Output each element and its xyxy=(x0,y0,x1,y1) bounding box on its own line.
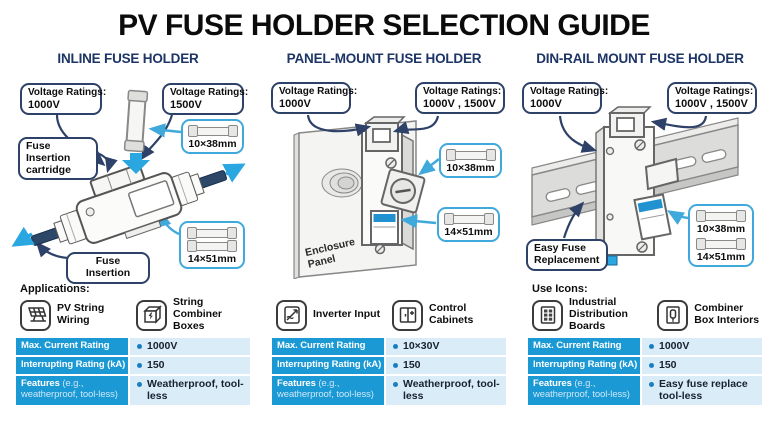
column-heading: PANEL-MOUNT FUSE HOLDER xyxy=(286,51,482,66)
din-rail-device xyxy=(595,106,680,266)
spec-row-value: 150 xyxy=(642,357,762,375)
bullet-dot xyxy=(649,363,654,369)
spec-row-value: 1000V xyxy=(130,338,250,356)
spec-row-label: Max. Current Rating xyxy=(272,338,384,356)
fuse-insertion-callout: Fuse Insertion xyxy=(66,252,150,284)
fuse-cartridge-glyph xyxy=(443,213,494,225)
fuse-cartridge-glyph xyxy=(696,210,746,222)
application-item: Combiner Box Interiors xyxy=(657,299,764,331)
application-item: Industrial Distribution Boards xyxy=(532,296,657,332)
bullet-dot xyxy=(137,363,142,369)
columns-row: INLINE FUSE HOLDER xyxy=(0,45,768,406)
column-heading: INLINE FUSE HOLDER xyxy=(57,51,199,66)
spec-row-label: Features (e.g., weatherproof, tool-less) xyxy=(16,376,128,406)
applications-row: PV String Wiring String Combiner Boxes xyxy=(0,296,256,334)
fuse-size-box-small: 10×38mm xyxy=(439,143,502,178)
panel-mount-illustration xyxy=(293,114,440,279)
applications-row: Inverter Input Control Cabinets xyxy=(256,296,512,334)
insertion-arrow xyxy=(122,153,150,174)
panel-mount-device xyxy=(361,116,426,255)
spec-row-label: Max. Current Rating xyxy=(16,338,128,356)
din-rail-diagram: Voltage Ratings: 1000V Voltage Ratings: … xyxy=(512,71,768,279)
combiner-box-icon xyxy=(136,299,167,331)
voltage-callout-left: Voltage Ratings: 1000V xyxy=(522,82,608,115)
application-label: PV String Wiring xyxy=(57,302,105,326)
spec-row-label: Max. Current Rating xyxy=(528,338,640,356)
easy-fuse-replacement-callout: Easy Fuse Replacement xyxy=(526,239,608,271)
spec-table: Max. Current Rating 1000V Interrupting R… xyxy=(16,338,250,406)
fuse-cartridge xyxy=(123,89,149,153)
application-item: String Combiner Boxes xyxy=(136,296,252,332)
bullet-dot xyxy=(649,382,654,388)
application-label: Combiner Box Interiors xyxy=(694,302,760,326)
solar-panel-icon xyxy=(20,299,51,331)
bullet-dot xyxy=(137,382,142,388)
spec-table: Max. Current Rating 10×30V Interrupting … xyxy=(272,338,506,406)
inline-device xyxy=(30,163,228,246)
fuse-cartridge-glyph xyxy=(445,149,496,161)
inline-diagram: Voltage Ratings: 1000V Voltage Ratings: … xyxy=(0,71,256,284)
voltage-callout-right: Voltage Ratings: 1500V xyxy=(162,83,248,116)
application-item: Control Cabinets xyxy=(392,299,508,331)
column-inline: INLINE FUSE HOLDER xyxy=(0,45,256,406)
din-rail-illustration xyxy=(531,106,739,266)
voltage-callout-right: Voltage Ratings: 1000V , 1500V xyxy=(667,82,757,115)
fuse-size-box-large: 14×51mm xyxy=(437,207,500,242)
distribution-board-icon xyxy=(532,299,563,331)
spec-row-value: 10×30V xyxy=(386,338,506,356)
fuse-cartridge-glyph xyxy=(187,240,237,252)
spec-row-value: 150 xyxy=(130,357,250,375)
fuse-insertion-cartridge-callout: Fuse Insertion cartridge xyxy=(18,137,98,181)
column-din-rail: DIN-RAIL MOUNT FUSE HOLDER xyxy=(512,45,768,406)
voltage-callout-right: Voltage Ratings: 1000V , 1500V xyxy=(415,82,505,115)
panel-mount-diagram: Voltage Ratings: 1000V Voltage Ratings: … xyxy=(256,71,512,279)
voltage-callout-left: Voltage Ratings: 1000V xyxy=(20,83,106,116)
inverter-icon xyxy=(276,299,307,331)
inline-fuse-holder-illustration xyxy=(11,89,246,260)
applications-heading: Applications: xyxy=(20,283,90,295)
column-panel-mount: PANEL-MOUNT FUSE HOLDER xyxy=(256,45,512,406)
combiner-interior-icon xyxy=(657,299,689,331)
application-label: Inverter Input xyxy=(313,308,381,321)
bullet-dot xyxy=(393,382,398,388)
spec-row-label: Interrupting Rating (kA) xyxy=(16,357,128,375)
spec-row-value: Weatherproof, tool-less xyxy=(130,376,250,406)
applications-row: Industrial Distribution Boards Combiner … xyxy=(512,296,768,334)
spec-row-value: Weatherproof, tool-less xyxy=(386,376,506,406)
page-title: PV FUSE HOLDER SELECTION GUIDE xyxy=(118,9,650,42)
bullet-dot xyxy=(649,344,654,349)
fuse-cartridge-glyph xyxy=(696,238,746,250)
spec-row-value: Easy fuse replace tool-less xyxy=(642,376,762,406)
application-label: Control Cabinets xyxy=(429,302,474,326)
application-item: PV String Wiring xyxy=(20,299,136,331)
spec-row-value: 1000V xyxy=(642,338,762,356)
spec-row-label: Interrupting Rating (kA) xyxy=(272,357,384,375)
bullet-dot xyxy=(393,363,398,369)
fuse-size-box-combined: 10×38mm 14×51mm xyxy=(688,204,754,267)
fuse-cartridge-glyph xyxy=(187,227,237,239)
fuse-size-box-small: 10×38mm xyxy=(181,119,244,154)
spec-row-label: Features (e.g., weatherproof, tool-less) xyxy=(272,376,384,406)
voltage-callout-left: Voltage Ratings: 1000V xyxy=(271,82,357,115)
bullet-dot xyxy=(137,344,142,349)
fuse-cartridge-glyph xyxy=(187,125,238,137)
application-label: Industrial Distribution Boards xyxy=(569,296,628,332)
control-cabinet-icon xyxy=(392,299,423,331)
spec-row-label: Interrupting Rating (kA) xyxy=(528,357,640,375)
spec-row-value: 150 xyxy=(386,357,506,375)
use-icons-heading: Use Icons: xyxy=(532,283,588,295)
application-item: Inverter Input xyxy=(276,299,392,331)
spec-table: Max. Current Rating 1000V Interrupting R… xyxy=(528,338,762,406)
applications-heading xyxy=(256,283,512,296)
bullet-dot xyxy=(393,344,398,349)
application-label: String Combiner Boxes xyxy=(173,296,223,332)
column-heading: DIN-RAIL MOUNT FUSE HOLDER xyxy=(536,51,744,66)
spec-row-label: Features (e.g., weatherproof, tool-less) xyxy=(528,376,640,406)
fuse-size-box-large: 14×51mm xyxy=(179,221,245,269)
